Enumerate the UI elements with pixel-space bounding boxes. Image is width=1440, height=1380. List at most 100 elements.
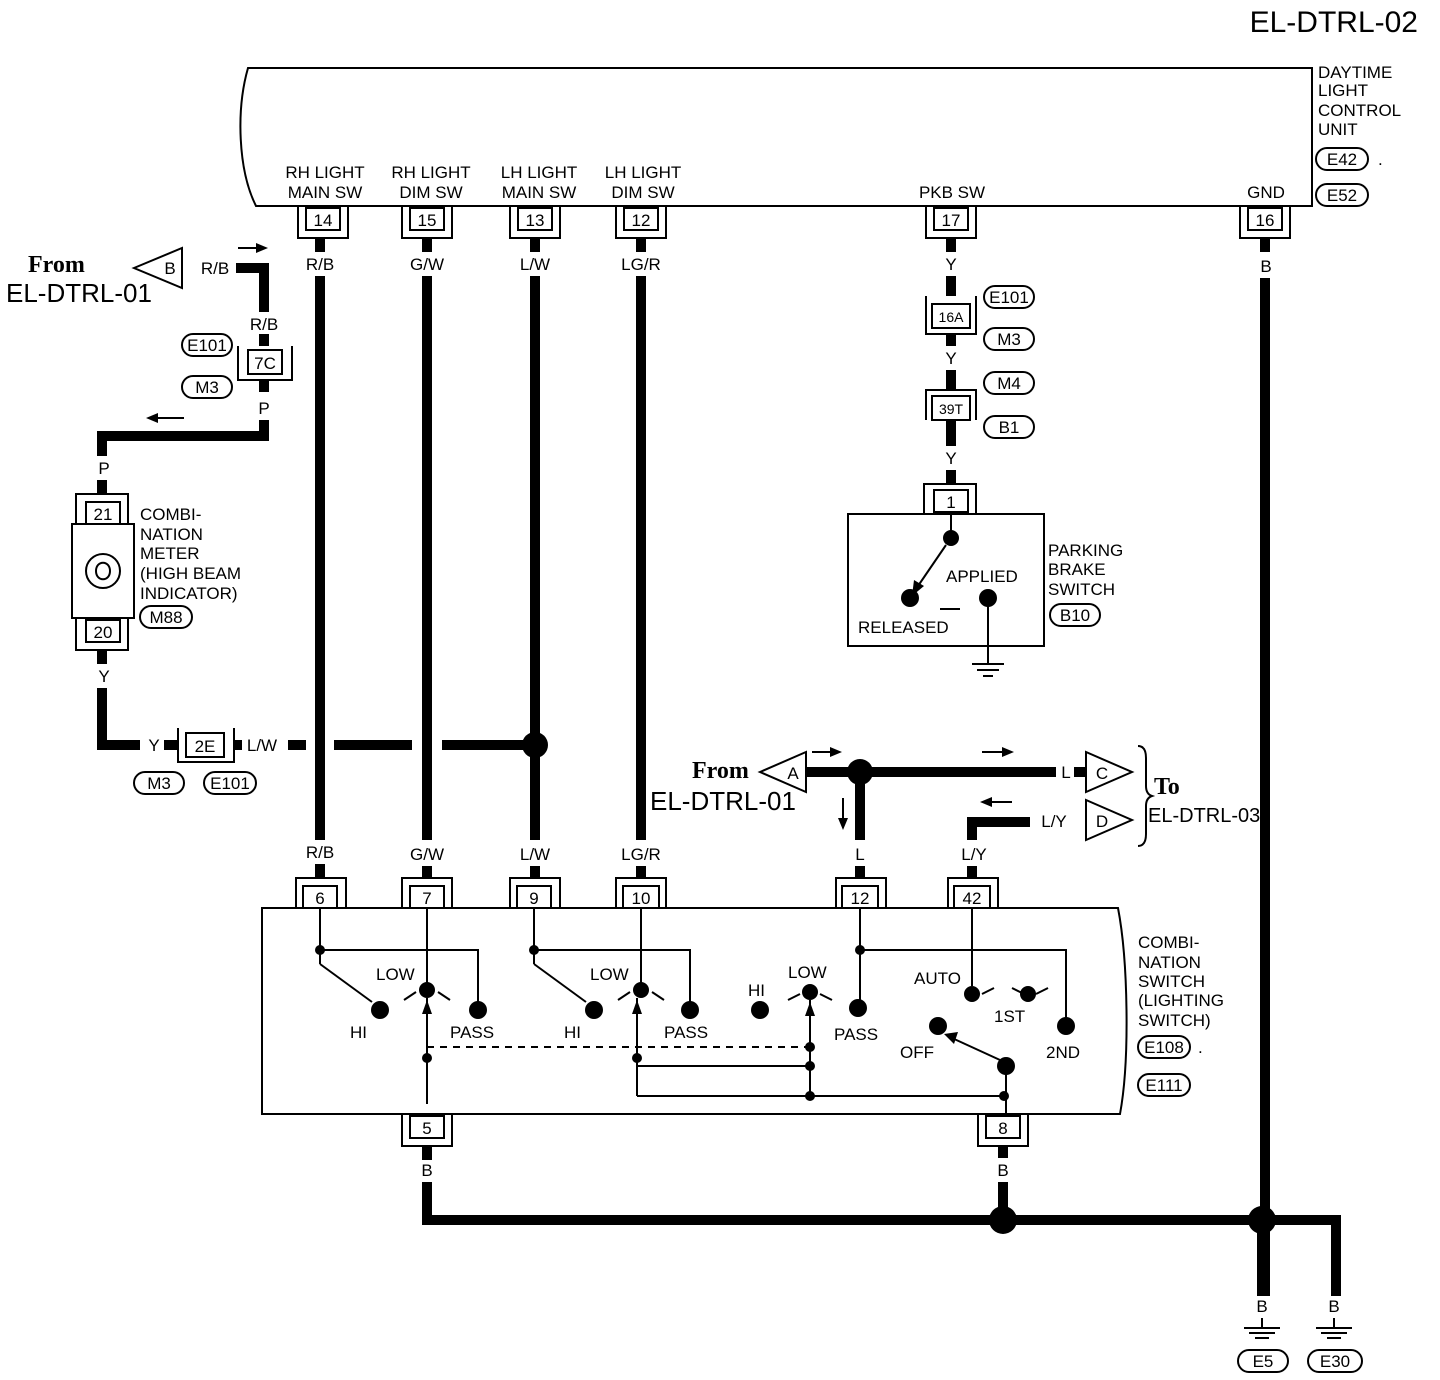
svg-text:15: 15	[418, 211, 437, 230]
sw-pin-12: 12	[835, 877, 887, 909]
lh-hi: HI	[564, 1023, 581, 1042]
sw-pin-6: 6	[295, 877, 347, 909]
ls-2nd: 2ND	[1046, 1043, 1080, 1062]
svg-text:12: 12	[851, 889, 870, 908]
cu-pin-14: 14	[297, 206, 349, 239]
joint-7c: 7C E101 M3 P	[97, 333, 293, 456]
meter-wire-top: P	[98, 459, 109, 478]
sw-pin-7: 7	[401, 877, 453, 909]
sw-name-3: SWITCH	[1138, 972, 1205, 991]
rh-hi: HI	[350, 1023, 367, 1042]
from-b-wire: R/B	[201, 259, 229, 278]
sw-wire-label-9: L/W	[520, 845, 550, 864]
from-ref-a: From EL-DTRL-01 A	[650, 747, 1056, 840]
wire-b-label-gnd: B	[1260, 257, 1271, 276]
from-a-from: From	[692, 758, 749, 784]
svg-text:8: 8	[998, 1119, 1007, 1138]
svg-text:6: 6	[315, 889, 324, 908]
pkb-chain: 16A E101 M3 Y 39T M4 B1 Y	[925, 276, 1035, 484]
to-c-wire: L	[1061, 763, 1070, 782]
rh-pass: PASS	[450, 1023, 494, 1042]
pkb-name-2: BRAKE	[1048, 560, 1106, 579]
from-a-page: EL-DTRL-01	[650, 786, 796, 816]
joint-39t-conn-2: B1	[999, 418, 1020, 437]
joint-2e-wire-left: Y	[148, 736, 159, 755]
ls-auto: AUTO	[914, 969, 961, 988]
sw-connector-1: E108	[1144, 1038, 1184, 1057]
joint-16a-conn-1: E101	[989, 288, 1029, 307]
svg-text:9: 9	[529, 889, 538, 908]
meter-wire-bottom: Y	[98, 667, 109, 686]
svg-text:2E: 2E	[195, 737, 216, 756]
sw-pin-9: 9	[509, 877, 561, 909]
sw-name-1: COMBI-	[1138, 933, 1199, 952]
svg-text:16: 16	[1256, 211, 1275, 230]
svg-text:14: 14	[314, 211, 333, 230]
joint-7c-wire-out: P	[258, 399, 269, 418]
svg-text:.: .	[1198, 1038, 1203, 1057]
daytime-light-control-unit: DAYTIME LIGHT CONTROL UNIT E42 . E52 RH …	[239, 63, 1401, 239]
meter-pin-bottom: 20	[94, 623, 113, 642]
meter-name-4: (HIGH BEAM	[140, 564, 241, 583]
cu-pin-12: 12	[615, 206, 667, 239]
wire-gw-label: G/W	[410, 255, 444, 274]
joint-2e: Y 2E L/W M3 E101	[133, 728, 548, 795]
sw-pin-42: 42	[947, 877, 999, 909]
from-b-letter: B	[164, 259, 175, 278]
pin8-wire: B	[997, 1161, 1008, 1180]
pkb-pin: 1	[946, 493, 955, 512]
sw-pin-8: 8	[977, 1114, 1029, 1147]
wire-rb-label: R/B	[306, 255, 334, 274]
joint-39t-conn-1: M4	[997, 374, 1021, 393]
joint-7c-conn-1: E101	[187, 336, 227, 355]
pin15-label-1: RH LIGHT	[391, 163, 470, 182]
diagram-id: EL-DTRL-02	[1250, 6, 1418, 39]
joint-2e-wire-right: L/W	[247, 736, 277, 755]
control-unit-name-4: UNIT	[1318, 120, 1358, 139]
pkb-released: RELEASED	[858, 618, 949, 637]
ground-bus: B B B E5 B E30	[421, 1146, 1363, 1373]
pin14-label-2: MAIN SW	[288, 183, 363, 202]
cu-pin-17: 17	[925, 206, 977, 239]
ground-e30-wire: B	[1328, 1297, 1339, 1316]
to-page: EL-DTRL-03	[1148, 805, 1260, 827]
joint-2e-conn-1: M3	[147, 774, 171, 793]
joint-39t: 39T	[939, 401, 964, 417]
sw-wire-label-6: R/B	[306, 843, 334, 862]
wire-y-label-3: Y	[945, 449, 956, 468]
ground-e5: E5	[1253, 1352, 1274, 1371]
pin16-label: GND	[1247, 183, 1285, 202]
to-refs: L C D L/Y To EL-DTRL-03 L L/Y	[855, 745, 1260, 878]
ground-e30: E30	[1320, 1352, 1350, 1371]
ls-off: OFF	[900, 1043, 934, 1062]
cu-pin-15: 15	[401, 206, 453, 239]
sw-wire-label-10: LG/R	[621, 845, 661, 864]
pin15-label-2: DIM SW	[399, 183, 462, 202]
combination-meter: P 21 20 COMBI- NATION METER (HIGH BEAM I…	[71, 459, 241, 750]
cu-pin-16: 16	[1239, 206, 1291, 239]
joint-16a-conn-2: M3	[997, 330, 1021, 349]
lh-pass: PASS	[664, 1023, 708, 1042]
combination-switch: 6 7 9 10 12 42	[261, 877, 1224, 1147]
pass-pass: PASS	[834, 1025, 878, 1044]
svg-text:17: 17	[942, 211, 961, 230]
to-d-letter: D	[1096, 812, 1108, 831]
to-c-letter: C	[1096, 764, 1108, 783]
meter-pin-top: 21	[94, 505, 113, 524]
pass-hi: HI	[748, 981, 765, 1000]
svg-text:5: 5	[422, 1119, 431, 1138]
ground-e5-wire: B	[1256, 1297, 1267, 1316]
sw-pin-5: 5	[401, 1114, 453, 1147]
from-ref-b: From EL-DTRL-01 B R/B R/B	[6, 243, 278, 346]
svg-text:7: 7	[422, 889, 431, 908]
wire-y-label-1: Y	[945, 255, 956, 274]
to-d-wire: L/Y	[1041, 812, 1067, 831]
meter-name-3: METER	[140, 544, 200, 563]
svg-text:10: 10	[632, 889, 651, 908]
meter-name-5: INDICATOR)	[140, 584, 238, 603]
joint-16a: 16A	[939, 309, 965, 325]
pin14-label-1: RH LIGHT	[285, 163, 364, 182]
pkb-applied: APPLIED	[946, 567, 1018, 586]
parking-brake-switch: 1 APPLIED RELEASED PARKING BRAKE SWITCH …	[847, 483, 1123, 677]
